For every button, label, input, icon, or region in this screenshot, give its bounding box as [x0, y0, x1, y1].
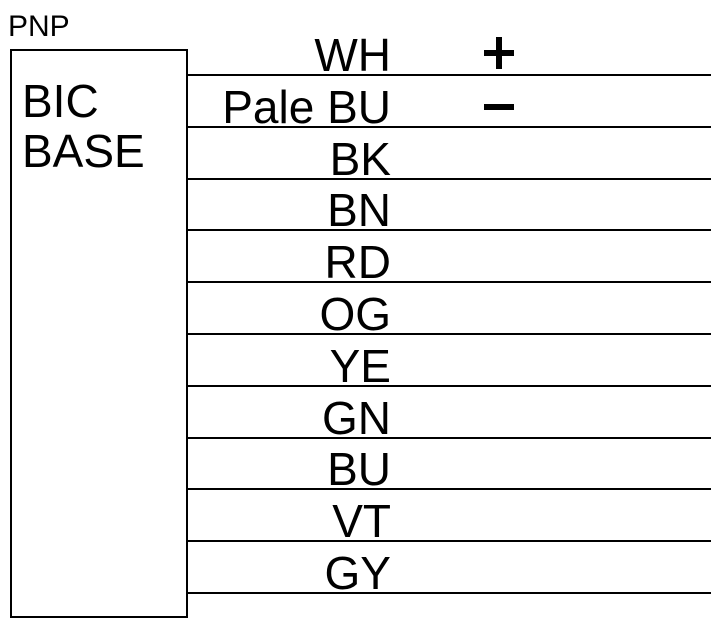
wire-label: OG: [319, 288, 391, 340]
wire-label: GY: [325, 547, 391, 599]
wire-label: RD: [325, 236, 391, 288]
wire-label: Pale BU: [222, 81, 391, 133]
minus-sign: [484, 104, 514, 110]
device-type-label: PNP: [8, 10, 70, 43]
wire-label: BU: [327, 443, 391, 495]
wire-label: WH: [314, 29, 391, 81]
device-name-line1: BIC: [22, 75, 99, 127]
wire-label: BK: [330, 133, 392, 185]
plus-sign-vertical: [496, 37, 502, 69]
wire-label: GN: [322, 392, 391, 444]
wire-label: BN: [327, 184, 391, 236]
device-name-line2: BASE: [22, 125, 145, 177]
wire-label: YE: [330, 340, 391, 392]
wire-label: VT: [332, 495, 391, 547]
